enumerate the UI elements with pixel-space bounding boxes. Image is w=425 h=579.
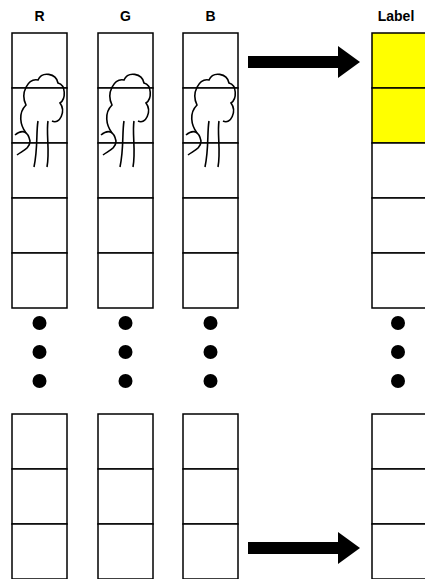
column-header: G [120,8,131,24]
ellipsis-dot [204,345,218,359]
pixel-cell [98,253,153,308]
pixel-cells [12,33,425,579]
pixel-cell [12,524,67,579]
ellipsis-dot [119,345,133,359]
pixel-cell [12,33,67,88]
pixel-cell [183,253,238,308]
pixel-cell [183,469,238,524]
pixel-cell [372,88,425,143]
pixel-cell [372,198,425,253]
ellipsis-dot [204,316,218,330]
pixel-cell [372,33,425,88]
pixel-cell [98,524,153,579]
pixel-cell [12,143,67,198]
arrows [248,46,360,564]
ellipsis-dot [119,374,133,388]
ellipsis-dot [33,316,47,330]
ellipsis-dot [119,316,133,330]
ellipsis-dot [33,345,47,359]
ellipsis-dots [33,316,406,388]
pixel-cell [98,33,153,88]
ellipsis-dot [391,374,405,388]
pixel-cell [372,469,425,524]
pixel-cell [98,143,153,198]
pixel-cell [183,143,238,198]
pixel-cell [372,524,425,579]
pixel-cell [98,414,153,469]
pixel-cell [12,253,67,308]
pixel-cell [183,414,238,469]
pixel-cell [372,414,425,469]
column-header: R [34,8,44,24]
pixel-cell [98,469,153,524]
pixel-cell [372,253,425,308]
ellipsis-dot [33,374,47,388]
ellipsis-dot [391,345,405,359]
pixel-cell [12,414,67,469]
pixel-cell [183,524,238,579]
pixel-cell [12,469,67,524]
column-header: Label [378,8,415,24]
pixel-cell [98,198,153,253]
pixel-cell [183,198,238,253]
pixel-cell [12,198,67,253]
column-header: B [205,8,215,24]
tree-drawings [15,74,235,167]
pixel-cell [372,143,425,198]
ellipsis-dot [391,316,405,330]
pixel-cell [183,33,238,88]
ellipsis-dot [204,374,218,388]
